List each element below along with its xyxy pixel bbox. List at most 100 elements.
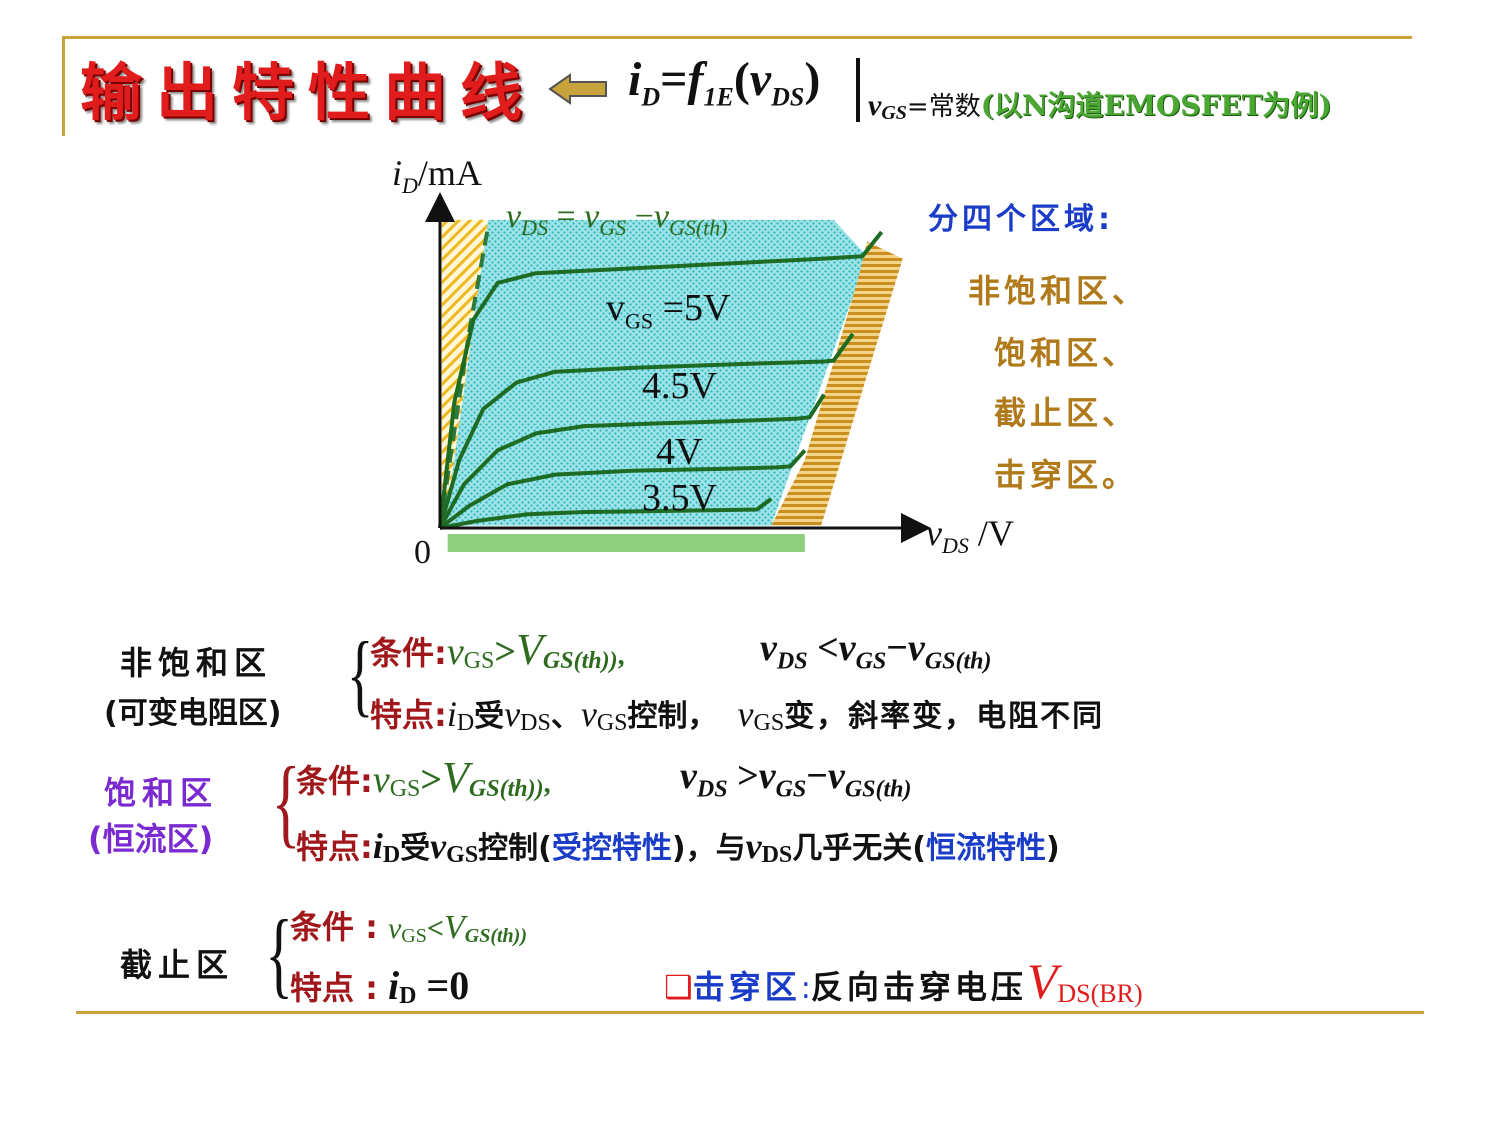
nonsat-cond-v2: v bbox=[760, 627, 777, 669]
nonsat-feat-t4: 变，斜率变，电阻不同 bbox=[784, 699, 1105, 734]
cutoff-cond-v1: v bbox=[387, 912, 402, 945]
y-label-sub: D bbox=[402, 173, 418, 199]
sat-feat-v2: v bbox=[745, 826, 762, 866]
cutoff-name: 截止区 bbox=[120, 946, 235, 984]
cutoff-brace: { bbox=[265, 900, 293, 1007]
nonsat-feat-label: 特点: bbox=[370, 696, 447, 734]
sat-cond-v4-sub: GS(th) bbox=[844, 776, 912, 803]
sat-brace: { bbox=[271, 746, 301, 857]
boundary-v2-sub: GS bbox=[599, 214, 627, 240]
left-arrow-icon bbox=[548, 73, 607, 105]
characteristic-curve-1 bbox=[438, 230, 884, 529]
nonsat-cond-v4: v bbox=[907, 627, 925, 669]
region-item-breakdown: 击穿区。 bbox=[994, 456, 1139, 494]
x-label-v: v bbox=[926, 513, 942, 553]
nonsat-cond-minus: − bbox=[886, 627, 908, 669]
nonsat-condition: 条件:vGS>VGS(th)), bbox=[370, 624, 625, 675]
nonsat-feat-i-sub: D bbox=[456, 710, 475, 737]
cutoff-cond-V: V bbox=[443, 909, 465, 946]
sat-cond-v3: v bbox=[758, 755, 776, 797]
sat-feat-t1: 受 bbox=[400, 831, 431, 866]
sat-cond-v2-sub: DS bbox=[696, 776, 728, 803]
nonsat-cond-v2-sub: DS bbox=[776, 648, 808, 675]
characteristic-curve-3 bbox=[438, 393, 826, 529]
sat-cond-v3-sub: GS bbox=[775, 776, 807, 803]
nonsat-cond-sep: , bbox=[617, 640, 625, 671]
cutoff-feat-eq: =0 bbox=[416, 963, 470, 1008]
sat-cond-minus: − bbox=[806, 755, 828, 797]
characteristic-curve-4 bbox=[438, 449, 807, 530]
region-item-nonsat: 非饱和区、 bbox=[968, 272, 1149, 310]
nonsat-feat-v2-sub: GS bbox=[596, 710, 628, 737]
curve-label-5v: vGS =5V bbox=[606, 286, 731, 335]
formula-bar bbox=[856, 58, 860, 122]
page-title: 输出特性曲线 bbox=[80, 56, 537, 129]
boundary-eq: = bbox=[547, 198, 585, 235]
sat-cond-v2: v bbox=[680, 755, 697, 797]
curve-label-4-5v: 4.5V bbox=[642, 365, 717, 407]
nonsat-cond-label: 条件: bbox=[370, 634, 447, 672]
nonsat-cond-lt: < bbox=[807, 627, 839, 669]
checkbox-bullet-icon: ❑ bbox=[664, 968, 693, 1006]
sat-feat-blue2: 恒流特性 bbox=[926, 831, 1046, 866]
sat-feature: 特点:iD受vGS控制(受控特性)，与vDS几乎无关(恒流特性) bbox=[296, 822, 1060, 869]
sat-cond-gt: > bbox=[420, 759, 443, 801]
sat-cond-v4: v bbox=[827, 755, 845, 797]
sat-feat-v1: v bbox=[430, 826, 447, 866]
boundary-minus: − bbox=[626, 198, 654, 235]
sat-feat-t4: 几乎无关( bbox=[792, 831, 926, 866]
sat-feat-t5: ) bbox=[1046, 831, 1060, 866]
nonsat-feat-v2: v bbox=[580, 694, 597, 734]
breakdown-colon: : bbox=[800, 971, 811, 1006]
breakdown-name: 击穿区 bbox=[692, 968, 801, 1006]
regions-heading: 分四个区域: bbox=[928, 202, 1114, 237]
top-rule bbox=[62, 36, 1412, 39]
cutoff-cond-V-sub: GS(th)) bbox=[464, 925, 527, 948]
formula-v-sub: DS bbox=[771, 82, 805, 112]
sat-cond-V: V bbox=[442, 753, 469, 802]
curve-label-5v-val: =5V bbox=[653, 287, 731, 329]
formula-close: ) bbox=[804, 53, 821, 106]
characteristic-curve-2 bbox=[438, 332, 855, 529]
nonsat-cond-v3: v bbox=[838, 627, 856, 669]
x-axis-label: vDS /V bbox=[926, 512, 1014, 559]
boundary-v3: v bbox=[653, 198, 669, 235]
nonsat-feat-v1: v bbox=[504, 694, 521, 734]
nonsat-feat-v3-sub: GS bbox=[753, 710, 785, 737]
y-axis-label: iD/mA bbox=[392, 152, 482, 199]
y-label-unit: /mA bbox=[417, 153, 482, 193]
nonsat-feat-t3: 控制， bbox=[627, 699, 718, 734]
sat-condition-2: vDS >vGS−vGS(th) bbox=[680, 754, 912, 804]
sat-cond-sep: , bbox=[543, 768, 551, 799]
nonsat-condition-2: vDS <vGS−vGS(th) bbox=[760, 626, 992, 676]
cond-eq-text: =常数 bbox=[906, 92, 981, 122]
nonsat-feat-v3: v bbox=[737, 694, 754, 734]
sat-cond-V-sub: GS(th)) bbox=[468, 776, 544, 803]
x-label-unit: /V bbox=[968, 513, 1014, 553]
nonsat-cond-gt: > bbox=[494, 631, 517, 673]
nonsat-cond-V-sub: GS(th)) bbox=[542, 648, 618, 675]
curve-label-5v-sub: GS bbox=[625, 308, 654, 334]
sat-feat-i: i bbox=[372, 826, 383, 866]
nonsat-feature: 特点:iD受vDS、vGS控制，vGS变，斜率变，电阻不同 bbox=[370, 690, 1104, 737]
formula-i-sub: D bbox=[641, 82, 661, 112]
boundary-v1: v bbox=[506, 198, 522, 235]
cutoff-feat-i-sub: D bbox=[399, 983, 417, 1010]
cutoff-feat-label: 特点 : bbox=[290, 969, 378, 1007]
nonsat-name: 非饱和区 bbox=[120, 644, 273, 682]
breakdown-region bbox=[771, 241, 903, 526]
formula-i: i bbox=[628, 53, 642, 106]
formula-eq: = bbox=[660, 53, 688, 106]
sat-name: 饱和区 bbox=[104, 774, 219, 812]
sat-cond-label: 条件: bbox=[296, 762, 373, 800]
sat-cond-v1: v bbox=[372, 759, 390, 801]
region-item-sat: 饱和区、 bbox=[994, 334, 1139, 372]
sat-feat-i-sub: D bbox=[382, 842, 401, 869]
saturation-region bbox=[444, 219, 868, 526]
nonsat-cond-v1: v bbox=[446, 631, 464, 673]
formula-v: v bbox=[749, 53, 772, 106]
formula-f: f bbox=[687, 53, 704, 106]
cond-v-sub: GS bbox=[881, 102, 907, 125]
breakdown-note: ❑击穿区:反向击穿电压VDS(BR) bbox=[664, 952, 1143, 1010]
cutoff-feature: 特点 :iD =0 bbox=[290, 962, 469, 1010]
